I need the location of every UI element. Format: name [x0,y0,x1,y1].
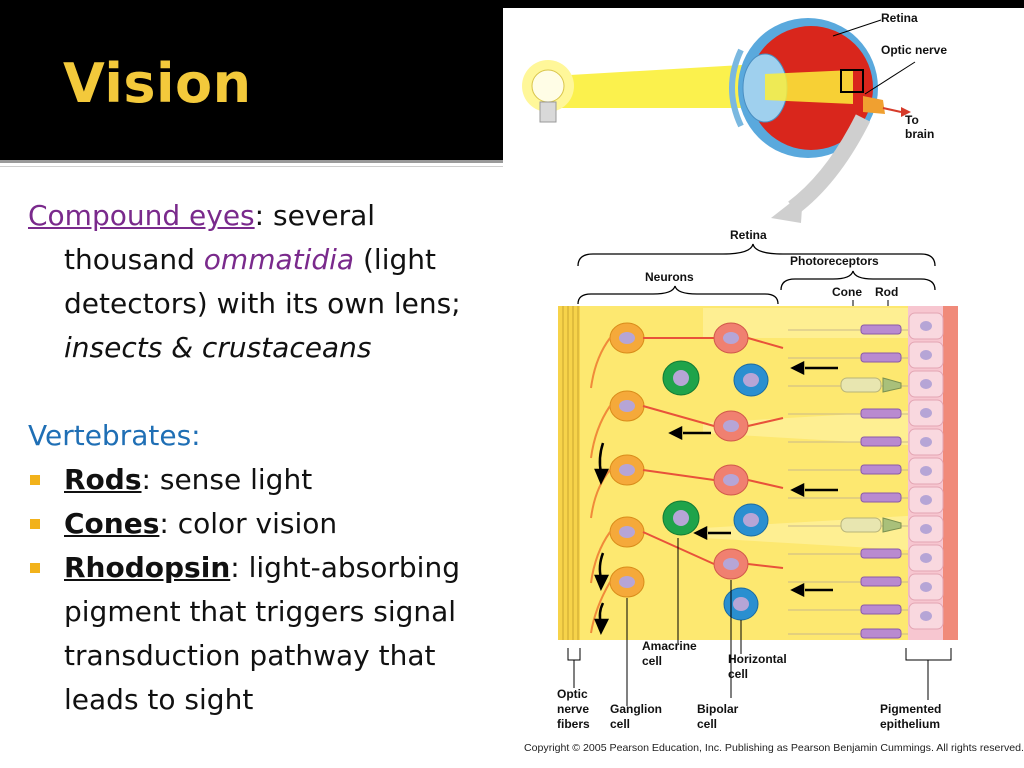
label-rod: Rod [875,285,898,299]
horizontal-nuclei [733,373,759,611]
retina-brace [577,243,936,267]
label-brain: brain [905,127,934,141]
cone-segments [840,377,882,533]
optic-nerve-pointer [864,61,916,95]
compound-text-2: (light detectors) with its own lens; [64,243,461,320]
label-bipolar-2: cell [697,717,717,731]
lightbulb-icon [531,69,565,103]
label-optic-3: fibers [557,717,590,731]
slide-body: Compound eyes: several thousand ommatidi… [28,194,498,722]
label-pigmented-1: Pigmented [880,702,941,716]
bullet-square-icon [30,563,40,573]
cones-text: : color vision [159,507,338,540]
title-divider [0,160,503,163]
label-optic-nerve: Optic nerve [881,43,947,57]
rods-term: Rods [64,463,142,496]
compound-eyes-paragraph: Compound eyes: several thousand ommatidi… [28,194,498,370]
optic-fiber-band [558,306,580,640]
label-optic-1: Optic [557,687,588,701]
retina-zoom-box [840,69,864,93]
label-retina: Retina [730,228,767,242]
retina-figure: Retina Optic nerve To brain Retina Photo… [503,8,1024,768]
label-horizontal-2: cell [728,667,748,681]
label-retina-top: Retina [881,11,918,25]
bottom-pointers [567,538,952,706]
title-divider-thin [0,166,503,167]
rods-text: : sense light [141,463,313,496]
label-amacrine-2: cell [642,654,662,668]
compound-text-1: several thousand [64,199,376,276]
ommatidia-term: ommatidia [203,243,355,276]
bullet-square-icon [30,519,40,529]
rhodopsin-term: Rhodopsin [64,551,231,584]
bullet-rhodopsin: Rhodopsin: light-absorbing pigment that … [28,546,498,722]
ganglion-axons [590,337,611,634]
retina-diagram: Retina Optic nerve To brain Retina Photo… [522,11,1024,754]
insects-crustaceans: insects & crustaceans [64,331,372,364]
epithelium-nuclei [920,321,932,621]
rod-outer-segments [860,324,902,639]
label-neurons: Neurons [645,270,694,284]
to-brain-arrow [882,107,902,113]
cornea [729,48,744,128]
signal-arrows [594,360,838,636]
cone-tips [882,377,902,533]
retina-pointer [832,19,882,37]
light-inside-eye [765,70,853,104]
label-photoreceptors: Photoreceptors [790,254,879,268]
colon: : [254,199,265,232]
retina-cross-section [558,306,958,640]
arrow-head-icon [901,107,911,117]
compound-eyes-term: Compound eyes [28,199,255,232]
optic-nerve-shape [863,96,885,114]
horizontal-cells [723,363,769,621]
eye-illustration [522,18,916,223]
label-bipolar-1: Bipolar [697,702,739,716]
copyright-notice: Copyright © 2005 Pearson Education, Inc.… [524,742,1024,754]
bullet-cones: Cones: color vision [28,502,498,546]
bipolar-nuclei [723,332,739,570]
photoreceptor-rows [788,324,908,639]
ganglion-nuclei [619,332,635,588]
optic-nerve-fibers [562,306,579,640]
amacrine-nuclei [673,370,689,526]
bullet-square-icon [30,475,40,485]
choroid-layer [943,306,958,640]
label-amacrine-1: Amacrine [642,639,697,653]
cones-term: Cones [64,507,160,540]
label-cone: Cone [832,285,862,299]
bipolar-dendrites [642,337,784,569]
label-to: To [905,113,919,127]
photoreceptors-brace [780,270,936,291]
rhodopsin-text: : light-absorbing pigment that triggers … [64,551,460,716]
zoom-arrow-head-icon [771,193,803,223]
neurons-brace [577,285,779,305]
label-optic-2: nerve [557,702,589,716]
label-horizontal-1: Horizontal [728,652,787,666]
vertebrates-heading: Vertebrates: [28,419,201,452]
slide-title: Vision [63,52,252,115]
top-strip [503,0,1024,8]
label-ganglion-2: cell [610,717,630,731]
title-bar: Vision [0,0,503,160]
bullet-rods: Rods: sense light [28,458,498,502]
bulb-base [539,101,557,123]
label-ganglion-1: Ganglion [610,702,662,716]
label-pigmented-2: epithelium [880,717,940,731]
